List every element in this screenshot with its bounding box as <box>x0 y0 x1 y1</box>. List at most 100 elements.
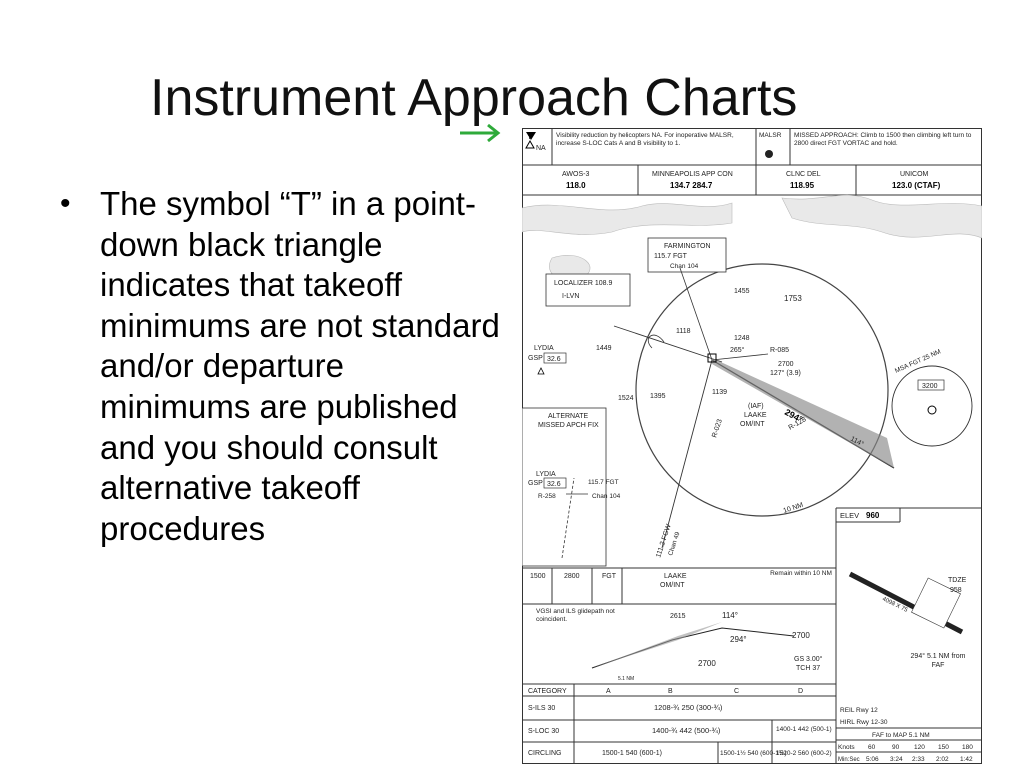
svg-text:1500-1½ 540 (600-1½): 1500-1½ 540 (600-1½) <box>720 749 787 757</box>
profile-fgt: FGT <box>602 573 617 580</box>
na-label: NA <box>536 145 546 152</box>
om-int-label: OM/INT <box>740 421 765 428</box>
svg-text:1248: 1248 <box>734 335 750 342</box>
freq-awos: AWOS-3 118.0 <box>562 171 589 190</box>
tdze-val: 958 <box>950 587 962 594</box>
malsr-icon <box>765 150 773 158</box>
svg-text:60: 60 <box>868 744 876 751</box>
svg-text:1520-2 560 (600-2): 1520-2 560 (600-2) <box>776 750 832 757</box>
alt-gsp: GSP <box>528 480 543 487</box>
svg-text:118.0: 118.0 <box>566 181 586 190</box>
svg-text:CIRCLING: CIRCLING <box>528 750 561 757</box>
profile-2700b: 2700 <box>698 659 716 668</box>
timing-knots-row: Knots 60 90 120 150 180 <box>838 744 973 751</box>
alt-lydia: LYDIA <box>536 471 556 478</box>
malsr-label: MALSR <box>759 132 782 139</box>
svg-text:CLNC DEL: CLNC DEL <box>786 171 821 178</box>
elev-label: ELEV <box>840 511 859 520</box>
terrain-labels: 1455 1753 1449 1118 1248 1524 1395 1139 <box>596 288 802 402</box>
svg-text:AWOS-3: AWOS-3 <box>562 171 589 178</box>
svg-text:180: 180 <box>962 744 973 751</box>
farmington-label: FARMINGTON <box>664 243 711 250</box>
profile-2800: 2800 <box>564 573 580 580</box>
rad-r085: R-085 <box>770 347 789 354</box>
chart-note: Visibility reduction by helicopters NA. … <box>556 132 734 147</box>
missed-approach-text: MISSED APPROACH: Climb to 1500 then clim… <box>794 132 972 147</box>
svg-text:118.95: 118.95 <box>790 181 815 190</box>
svg-text:2:33: 2:33 <box>912 756 925 763</box>
svg-text:1118: 1118 <box>676 328 691 335</box>
alt-val: 32.6 <box>547 481 561 488</box>
slide-title: Instrument Approach Charts <box>150 69 798 127</box>
alt-fix-1: ALTERNATE <box>548 413 589 420</box>
svg-text:MINNEAPOLIS APP CON: MINNEAPOLIS APP CON <box>652 171 733 178</box>
profile-tch: TCH 37 <box>796 665 820 672</box>
svg-text:1400-¾ 442 (500-¾): 1400-¾ 442 (500-¾) <box>652 726 721 735</box>
svg-text:150: 150 <box>938 744 949 751</box>
svg-text:2:02: 2:02 <box>936 756 949 763</box>
alt-r258: R-258 <box>538 493 556 500</box>
lydia-label: LYDIA <box>534 345 554 352</box>
farmington-chan: Chan 104 <box>670 263 699 270</box>
svg-text:Min:Sec: Min:Sec <box>838 757 860 763</box>
svg-text:1500-1 540 (600-1): 1500-1 540 (600-1) <box>602 750 662 757</box>
fap-note: 294° 5.1 NM from FAF <box>910 653 966 669</box>
svg-text:1449: 1449 <box>596 345 612 352</box>
svg-text:5:06: 5:06 <box>866 756 879 763</box>
approach-chart-image: T NA Visibility reduction by helicopters… <box>522 128 982 764</box>
alt-fgt: 115.7 FGT <box>588 479 619 486</box>
vortac-icon <box>707 353 717 363</box>
svg-text:90: 90 <box>892 744 900 751</box>
svg-text:1753: 1753 <box>784 294 802 303</box>
freq-unicom: UNICOM 123.0 (CTAF) <box>892 171 941 190</box>
msa-vortac-icon <box>927 405 937 415</box>
msa-val: 3200 <box>922 383 938 390</box>
mins-header: CATEGORY A B C D <box>528 688 803 695</box>
reil-label: REIL Rwy 12 <box>840 707 878 714</box>
svg-text:1395: 1395 <box>650 393 666 400</box>
profile-laake: LAAKE <box>664 573 687 580</box>
profile-omint: OM/INT <box>660 582 685 589</box>
ten-nm-ring <box>635 263 889 517</box>
svg-text:C: C <box>734 688 739 695</box>
profile-2700a: 2700 <box>792 631 810 640</box>
profile-114: 114° <box>722 611 738 620</box>
mins-row-ils: S-ILS 30 1208-¾ 250 (300-¾) <box>528 703 723 712</box>
alt-fix-2: MISSED APCH FIX <box>538 422 599 429</box>
svg-text:S-LOC 30: S-LOC 30 <box>528 728 559 735</box>
farmington-freq: 115.7 FGT <box>654 253 688 260</box>
svg-text:S-ILS 30: S-ILS 30 <box>528 705 555 712</box>
svg-text:1524: 1524 <box>618 395 634 402</box>
mins-row-circling: CIRCLING 1500-1 540 (600-1) 1500-1½ 540 … <box>528 749 832 757</box>
svg-text:A: A <box>606 688 611 695</box>
laake-label: LAAKE <box>744 412 767 419</box>
bullet-list: • The symbol “T” in a point-down black t… <box>60 184 500 549</box>
lydia-gsp: GSP <box>528 355 543 362</box>
elev-val: 960 <box>866 511 880 520</box>
localizer-label: LOCALIZER 108.9 <box>554 280 612 287</box>
svg-text:1400-1 442 (500-1): 1400-1 442 (500-1) <box>776 726 832 733</box>
profile-2615: 2615 <box>670 613 686 620</box>
alt-127: 127° (3.9) <box>770 369 801 377</box>
svg-text:Knots: Knots <box>838 744 855 751</box>
timing-minsec-row: Min:Sec 5:06 3:24 2:33 2:02 1:42 <box>838 756 973 763</box>
svg-text:120: 120 <box>914 744 925 751</box>
iaf-label: (IAF) <box>748 403 764 410</box>
svg-text:B: B <box>668 688 673 695</box>
final-approach-course <box>712 358 894 468</box>
lydia-val: 32.6 <box>547 356 561 363</box>
alternate-minimums-triangle-icon <box>525 139 535 149</box>
alt-chan: Chan 104 <box>592 493 621 500</box>
profile-remain: Remain within 10 NM <box>770 570 832 577</box>
svg-text:1208-¾ 250 (300-¾): 1208-¾ 250 (300-¾) <box>654 703 723 712</box>
rad-265: 265° <box>730 346 745 354</box>
profile-51: 5.1 NM <box>618 676 634 682</box>
svg-text:T: T <box>528 135 531 141</box>
svg-text:3:24: 3:24 <box>890 756 903 763</box>
freq-clnc-del: CLNC DEL 118.95 <box>786 171 821 190</box>
svg-text:134.7 284.7: 134.7 284.7 <box>670 181 713 190</box>
takeoff-minimums-triangle-icon <box>526 132 536 140</box>
msa-circle <box>891 365 973 447</box>
faf-map-label: FAF to MAP 5.1 NM <box>872 732 930 739</box>
hirl-label: HIRL Rwy 12-30 <box>840 719 888 726</box>
